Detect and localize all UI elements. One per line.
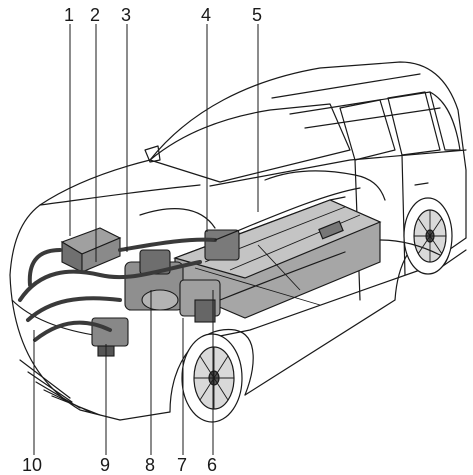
beltline: [209, 149, 467, 187]
roof-rail-1: [271, 73, 421, 99]
roof-rail-3: [304, 107, 441, 129]
front-control-box: [60, 227, 122, 273]
callout-1: 1: [64, 5, 75, 25]
front-wheel-arch: [169, 328, 254, 413]
hv-cable-3: [139, 208, 216, 229]
door-handle-1: [329, 196, 346, 201]
front-wheel: [181, 333, 243, 423]
door-handle-2: [414, 182, 429, 186]
cables-and-hoses: [18, 237, 217, 342]
leader-lines: [33, 24, 259, 455]
roof-outline: [149, 61, 467, 239]
callout-4: 4: [201, 5, 212, 25]
callout-3: 3: [121, 5, 132, 25]
callout-9: 9: [100, 455, 111, 475]
coolant-line: [264, 170, 386, 201]
hood-crease: [39, 184, 201, 206]
headlight: [11, 299, 101, 337]
hv-cable-2: [219, 251, 346, 301]
windshield: [149, 103, 351, 183]
callout-2: 2: [90, 5, 101, 25]
callout-5: 5: [252, 5, 263, 25]
rear-window: [429, 91, 461, 151]
hv-cable-1: [214, 187, 361, 241]
callout-6: 6: [207, 455, 218, 475]
callout-7: 7: [177, 455, 188, 475]
front-bumper: [9, 274, 121, 421]
rear-cable: [379, 239, 441, 256]
lower-grille: [19, 359, 101, 416]
door-line-2: [401, 154, 406, 276]
side-window-rear: [387, 91, 441, 156]
side-mirror: [144, 145, 161, 163]
roof-rail-2: [289, 91, 431, 115]
callout-10: 10: [22, 455, 43, 475]
side-window-front: [339, 99, 396, 161]
callout-8: 8: [145, 455, 156, 475]
rear-wheel: [403, 197, 453, 275]
